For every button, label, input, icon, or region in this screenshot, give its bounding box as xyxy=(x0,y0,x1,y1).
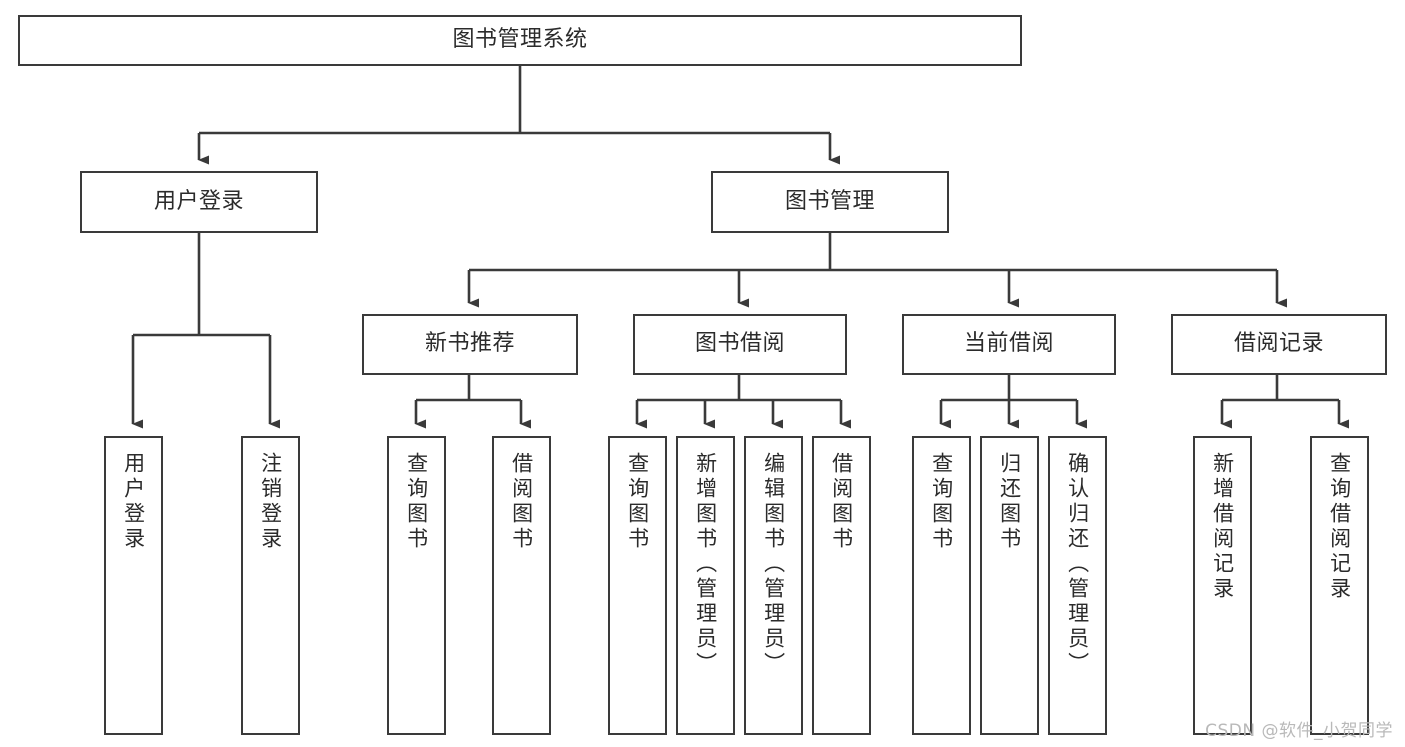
node-book-management-label: 图书管理 xyxy=(784,188,875,214)
leaf-newbook-borrow-book[interactable]: 借阅图书 xyxy=(492,436,551,735)
csdn-watermark: CSDN @软件_小贺同学 xyxy=(1205,721,1393,741)
leaf-current-return-book[interactable]: 归还图书 xyxy=(980,436,1039,735)
leaf-borrow-edit-book-admin-label: 编辑图书（管理员） xyxy=(761,452,786,677)
leaf-newbook-query-book[interactable]: 查询图书 xyxy=(387,436,446,735)
node-current-borrow[interactable]: 当前借阅 xyxy=(902,314,1116,375)
leaf-records-add-record[interactable]: 新增借阅记录 xyxy=(1193,436,1252,735)
node-book-borrow-label: 图书借阅 xyxy=(694,331,785,357)
leaf-user-login-label: 用户登录 xyxy=(121,452,146,552)
node-book-management[interactable]: 图书管理 xyxy=(711,171,949,233)
leaf-logout-label: 注销登录 xyxy=(258,452,283,552)
leaf-current-query-book[interactable]: 查询图书 xyxy=(912,436,971,735)
leaf-newbook-query-book-label: 查询图书 xyxy=(404,452,429,552)
node-current-borrow-label: 当前借阅 xyxy=(963,331,1054,357)
leaf-borrow-borrow-book-label: 借阅图书 xyxy=(829,452,854,552)
node-root-label: 图书管理系统 xyxy=(452,27,588,53)
node-borrow-records-label: 借阅记录 xyxy=(1233,331,1324,357)
leaf-borrow-edit-book-admin[interactable]: 编辑图书（管理员） xyxy=(744,436,803,735)
leaf-records-query-record-label: 查询借阅记录 xyxy=(1327,452,1352,602)
leaf-current-confirm-return-admin[interactable]: 确认归还（管理员） xyxy=(1048,436,1107,735)
node-user-login[interactable]: 用户登录 xyxy=(80,171,318,233)
leaf-current-return-book-label: 归还图书 xyxy=(997,452,1022,552)
leaf-newbook-borrow-book-label: 借阅图书 xyxy=(509,452,534,552)
leaf-logout[interactable]: 注销登录 xyxy=(241,436,300,735)
node-new-book-recommend-label: 新书推荐 xyxy=(424,331,515,357)
node-borrow-records[interactable]: 借阅记录 xyxy=(1171,314,1387,375)
leaf-borrow-query-book[interactable]: 查询图书 xyxy=(608,436,667,735)
node-book-borrow[interactable]: 图书借阅 xyxy=(633,314,847,375)
leaf-records-query-record[interactable]: 查询借阅记录 xyxy=(1310,436,1369,735)
node-root[interactable]: 图书管理系统 xyxy=(18,15,1022,66)
node-new-book-recommend[interactable]: 新书推荐 xyxy=(362,314,578,375)
leaf-current-confirm-return-admin-label: 确认归还（管理员） xyxy=(1065,452,1090,677)
leaf-borrow-query-book-label: 查询图书 xyxy=(625,452,650,552)
leaf-borrow-borrow-book[interactable]: 借阅图书 xyxy=(812,436,871,735)
leaf-borrow-add-book-admin-label: 新增图书（管理员） xyxy=(693,452,718,677)
leaf-user-login[interactable]: 用户登录 xyxy=(104,436,163,735)
leaf-borrow-add-book-admin[interactable]: 新增图书（管理员） xyxy=(676,436,735,735)
leaf-records-add-record-label: 新增借阅记录 xyxy=(1210,452,1235,602)
node-user-login-label: 用户登录 xyxy=(153,188,244,214)
leaf-current-query-book-label: 查询图书 xyxy=(929,452,954,552)
